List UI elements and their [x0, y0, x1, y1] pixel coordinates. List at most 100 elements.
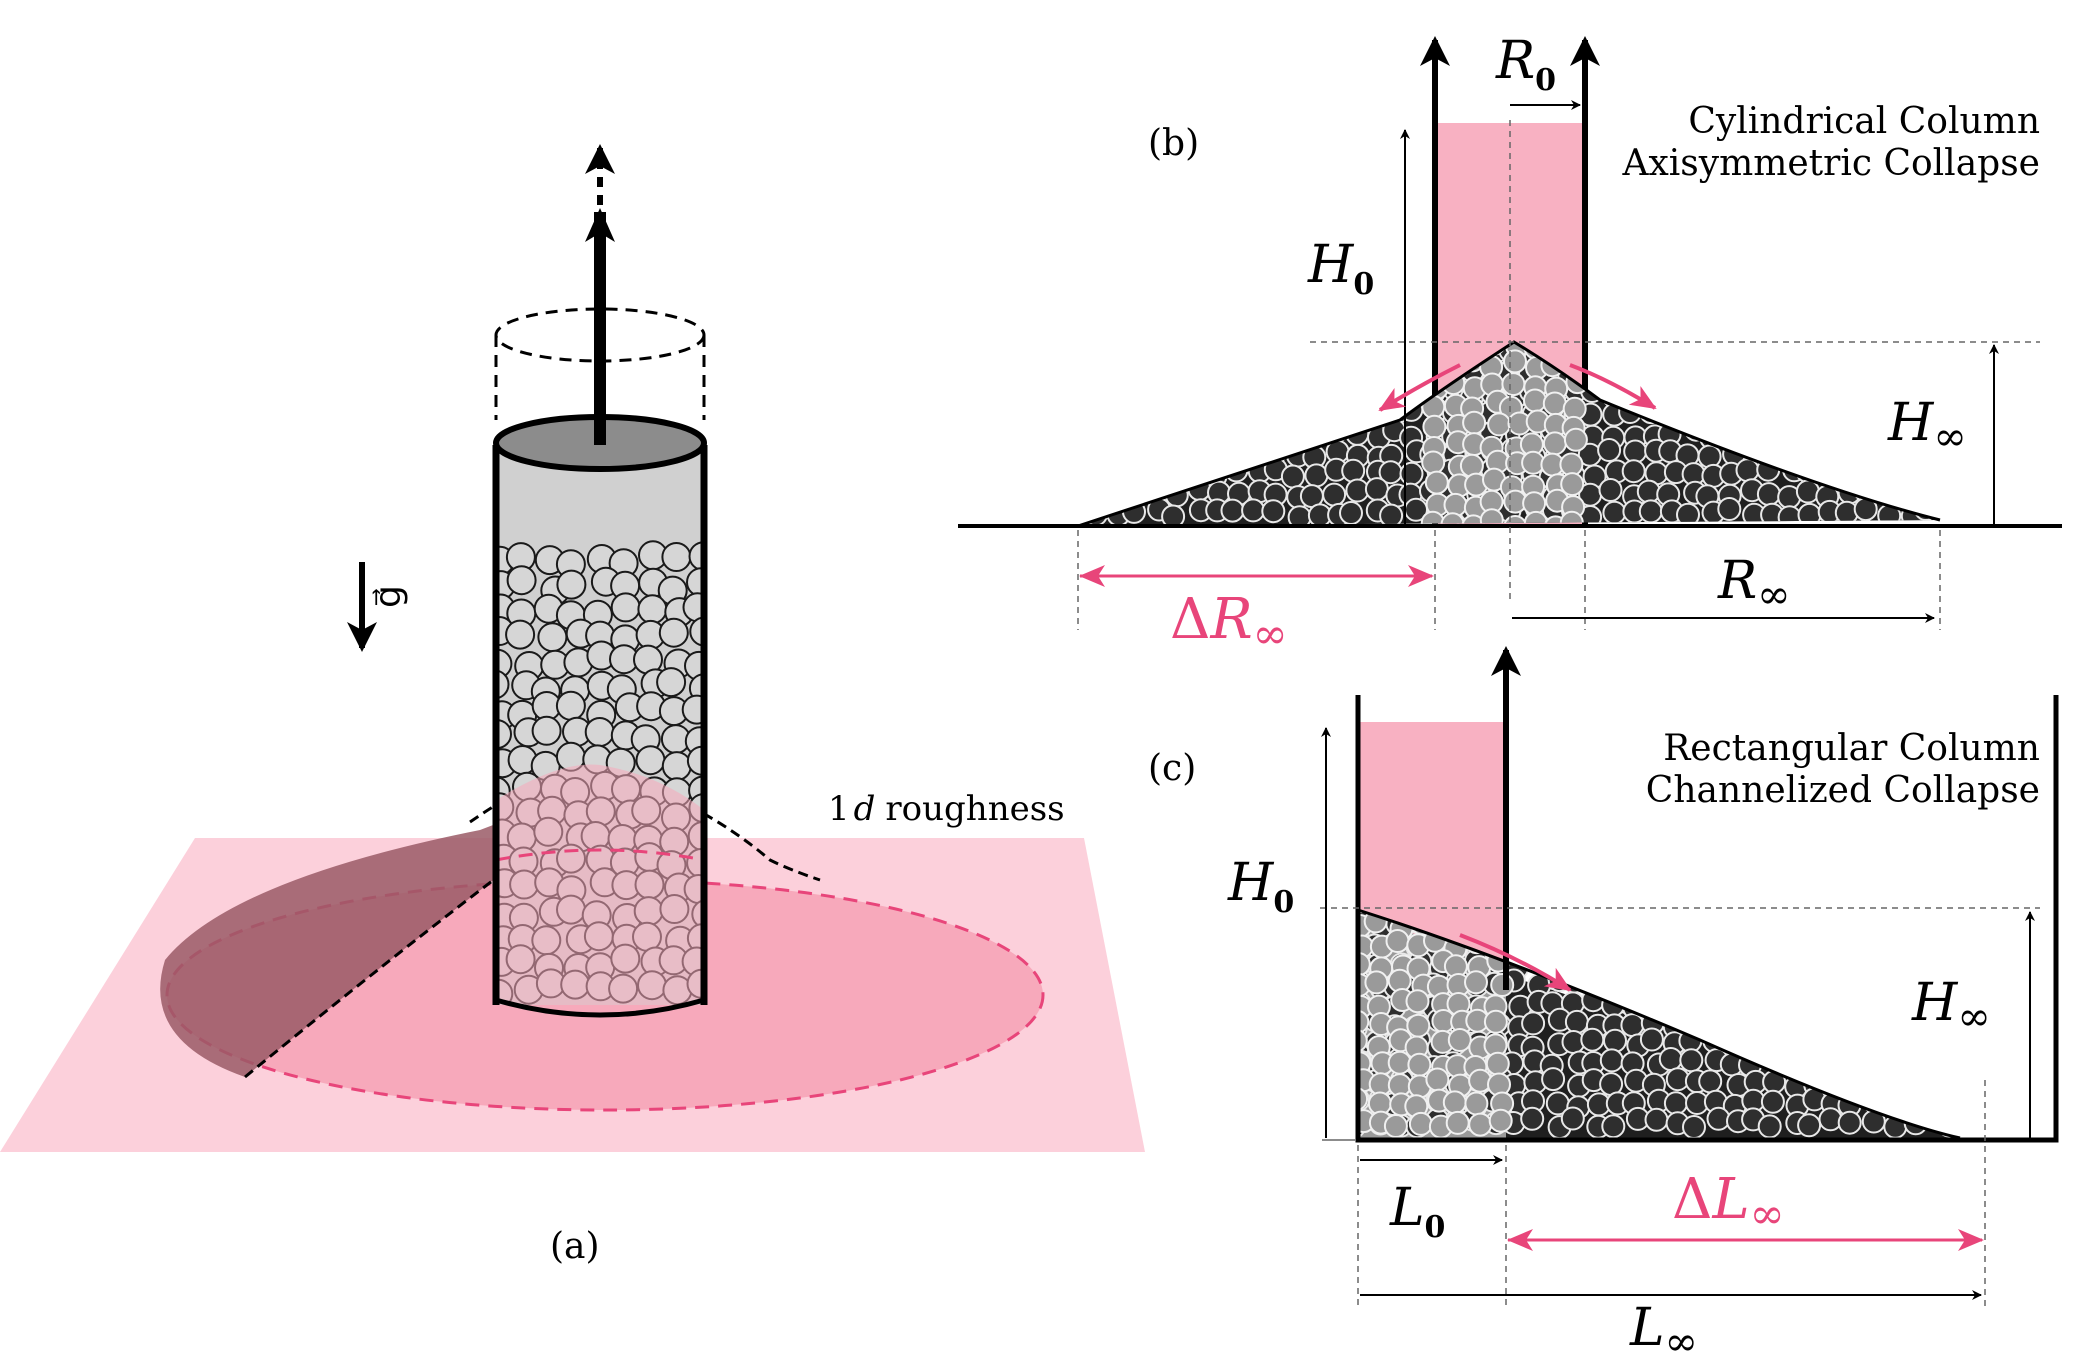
grain — [1659, 342, 1684, 345]
grain — [1624, 952, 1649, 977]
grain — [1943, 910, 1960, 919]
grain — [1623, 342, 1648, 349]
panel-c-title-2: Channelized Collapse — [1646, 770, 2040, 811]
grain — [1584, 912, 1609, 937]
grain — [1261, 499, 1286, 524]
grain — [1703, 930, 1728, 955]
grain — [1300, 380, 1325, 405]
grain — [1520, 1106, 1545, 1131]
grain — [1901, 1033, 1925, 1058]
grain — [1883, 950, 1908, 975]
grain — [1283, 399, 1308, 424]
grain — [1777, 952, 1802, 977]
grain — [1361, 359, 1386, 384]
grain — [1862, 951, 1886, 976]
grain — [1299, 365, 1324, 390]
grain — [1464, 970, 1488, 995]
grain — [1919, 1074, 1944, 1099]
grain — [1596, 342, 1621, 363]
grain — [1582, 910, 1607, 915]
grain — [1601, 1114, 1626, 1138]
grain — [1184, 461, 1208, 486]
grain — [1822, 444, 1846, 468]
grain — [1779, 990, 1804, 1015]
grain — [1820, 403, 1845, 428]
grain — [1399, 461, 1424, 486]
grain — [1385, 929, 1410, 953]
grain — [1899, 342, 1924, 346]
grain — [1183, 342, 1208, 366]
grain — [1795, 384, 1820, 409]
grain — [1169, 342, 1194, 351]
grain — [1706, 1015, 1731, 1040]
grain — [1638, 499, 1663, 524]
grain — [1603, 954, 1628, 979]
grain — [1319, 342, 1344, 367]
grain — [1822, 910, 1847, 935]
grain — [1208, 344, 1233, 369]
grain — [1141, 385, 1166, 410]
grain — [1840, 1031, 1865, 1056]
grain — [1740, 932, 1765, 957]
grain — [1121, 342, 1146, 346]
grain — [1102, 460, 1127, 485]
grain — [1738, 1028, 1763, 1053]
grain — [1723, 1015, 1748, 1040]
grain — [1087, 485, 1112, 510]
grain — [1916, 478, 1940, 503]
grain — [1941, 917, 1960, 942]
grain — [1761, 1035, 1786, 1060]
grain — [1085, 342, 1110, 343]
grain — [1834, 405, 1859, 430]
pile-surface-c — [1357, 908, 1961, 1140]
grain — [656, 667, 687, 698]
grain — [1321, 342, 1346, 351]
grain — [1567, 955, 1592, 980]
deposit-rim-in-tube — [495, 848, 705, 862]
grain — [1863, 991, 1888, 1016]
grain — [1243, 345, 1268, 370]
grain — [1722, 994, 1747, 1019]
grain — [1639, 992, 1664, 1017]
grain — [1503, 349, 1527, 374]
grain — [1881, 1067, 1905, 1092]
grain — [1644, 910, 1668, 915]
grain — [1339, 501, 1363, 525]
grain — [1442, 1090, 1467, 1115]
grain — [1803, 931, 1828, 956]
grain — [1105, 344, 1129, 369]
grain — [1483, 1009, 1508, 1034]
grain — [1123, 442, 1148, 467]
grain — [1706, 1106, 1731, 1131]
grain — [1149, 441, 1174, 466]
grain — [1740, 972, 1765, 997]
grain — [1220, 498, 1245, 523]
grain — [1837, 1007, 1862, 1032]
grain — [1227, 342, 1252, 366]
grain — [1206, 378, 1231, 403]
grain — [1797, 971, 1822, 996]
grain — [1485, 1051, 1510, 1076]
grain — [1838, 461, 1863, 486]
grain — [1227, 342, 1252, 350]
panel-b-title-2: Axisymmetric Collapse — [1621, 143, 2040, 184]
grain — [1743, 342, 1768, 366]
grain — [1643, 362, 1668, 387]
grain — [1078, 500, 1088, 525]
grain — [1246, 364, 1271, 389]
grain — [1695, 343, 1720, 368]
grain — [1817, 950, 1842, 975]
grain — [1859, 404, 1884, 429]
grain — [1387, 1050, 1412, 1075]
grain — [1840, 364, 1865, 389]
grain — [1758, 910, 1783, 922]
grain — [1280, 464, 1305, 489]
tube-bottom-rim — [495, 997, 705, 1018]
grain — [1225, 425, 1250, 450]
grain — [1838, 345, 1863, 370]
grain — [1785, 1049, 1810, 1074]
grain — [1804, 954, 1829, 979]
grain — [1624, 910, 1649, 917]
